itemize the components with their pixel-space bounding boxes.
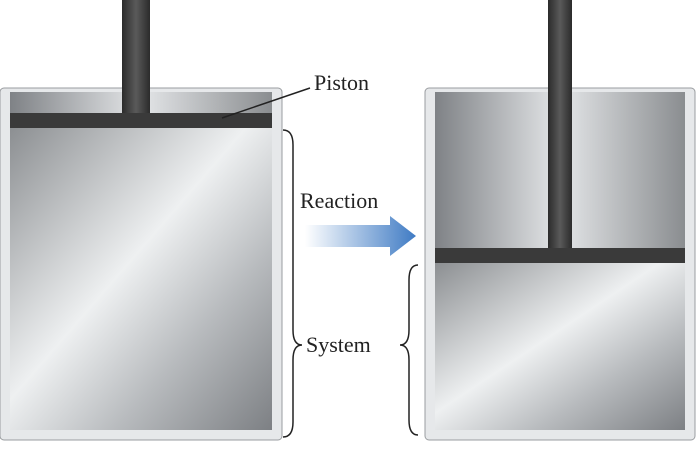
gas-system (435, 263, 685, 430)
reaction-label: Reaction (300, 188, 378, 213)
piston-plate (435, 248, 685, 263)
left-cylinder (0, 0, 283, 441)
system-brace-left (282, 129, 303, 438)
gas-system (10, 128, 272, 430)
piston-plate (10, 113, 272, 128)
piston-leader-line (221, 87, 311, 119)
system-brace-right (399, 264, 419, 436)
piston-label: Piston (314, 70, 369, 95)
reaction-arrow-icon (305, 216, 416, 256)
piston-rod (122, 0, 150, 116)
system-label: System (306, 332, 371, 357)
right-cylinder (424, 0, 696, 441)
piston-rod (548, 0, 572, 250)
